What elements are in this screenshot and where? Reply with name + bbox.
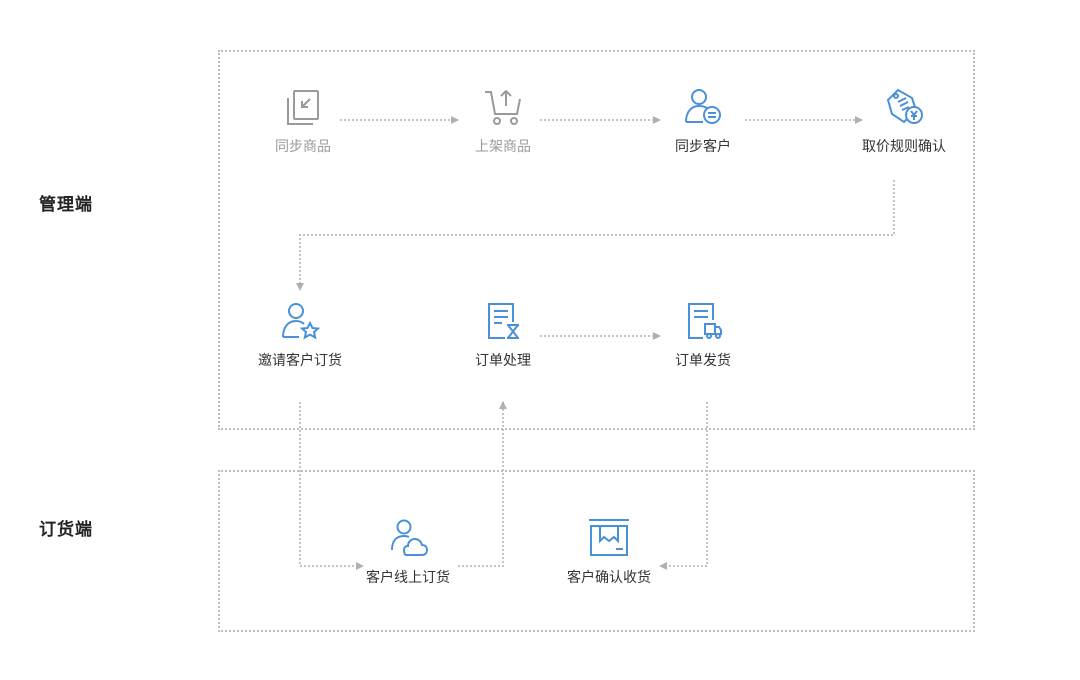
price-tag-yen-icon xyxy=(886,88,923,124)
connector-shipping-to-receipt xyxy=(659,402,708,570)
connector-pricing-to-invite xyxy=(296,180,895,291)
node-invite-customers[interactable]: 邀请客户订货 xyxy=(230,300,370,370)
node-label: 同步客户 xyxy=(675,139,731,155)
node-list-products[interactable]: 上架商品 xyxy=(433,86,573,156)
node-customer-confirm-receipt[interactable]: 客户确认收货 xyxy=(539,517,679,587)
order-truck-icon xyxy=(688,303,722,339)
order-hourglass-icon xyxy=(488,303,519,339)
node-sync-products[interactable]: 同步商品 xyxy=(233,86,373,156)
user-sync-icon xyxy=(685,89,721,124)
node-pricing-confirm[interactable]: 取价规则确认 xyxy=(834,86,974,156)
node-label: 同步商品 xyxy=(275,139,331,155)
node-order-processing[interactable]: 订单处理 xyxy=(433,300,573,370)
user-star-icon xyxy=(282,303,321,340)
section-label-order: 订货端 xyxy=(39,520,93,540)
node-label: 客户线上订货 xyxy=(366,570,450,586)
connector-online-order-to-processing xyxy=(458,401,507,567)
node-customer-online-order[interactable]: 客户线上订货 xyxy=(338,517,478,587)
section-label-admin: 管理端 xyxy=(39,195,93,215)
node-label: 订单处理 xyxy=(475,353,531,369)
node-order-shipping[interactable]: 订单发货 xyxy=(633,300,773,370)
copy-import-icon xyxy=(287,90,319,125)
package-box-icon xyxy=(589,519,629,556)
order-section-box xyxy=(218,470,975,632)
user-cloud-icon xyxy=(391,519,429,556)
node-sync-customers[interactable]: 同步客户 xyxy=(633,86,773,156)
node-label: 订单发货 xyxy=(675,353,731,369)
node-label: 客户确认收货 xyxy=(567,570,651,586)
admin-section-box xyxy=(218,50,975,430)
cart-upload-icon xyxy=(485,89,521,125)
node-label: 邀请客户订货 xyxy=(258,353,342,369)
connector-invite-to-online-order xyxy=(299,402,364,570)
node-label: 取价规则确认 xyxy=(862,139,946,155)
node-label: 上架商品 xyxy=(475,139,531,155)
